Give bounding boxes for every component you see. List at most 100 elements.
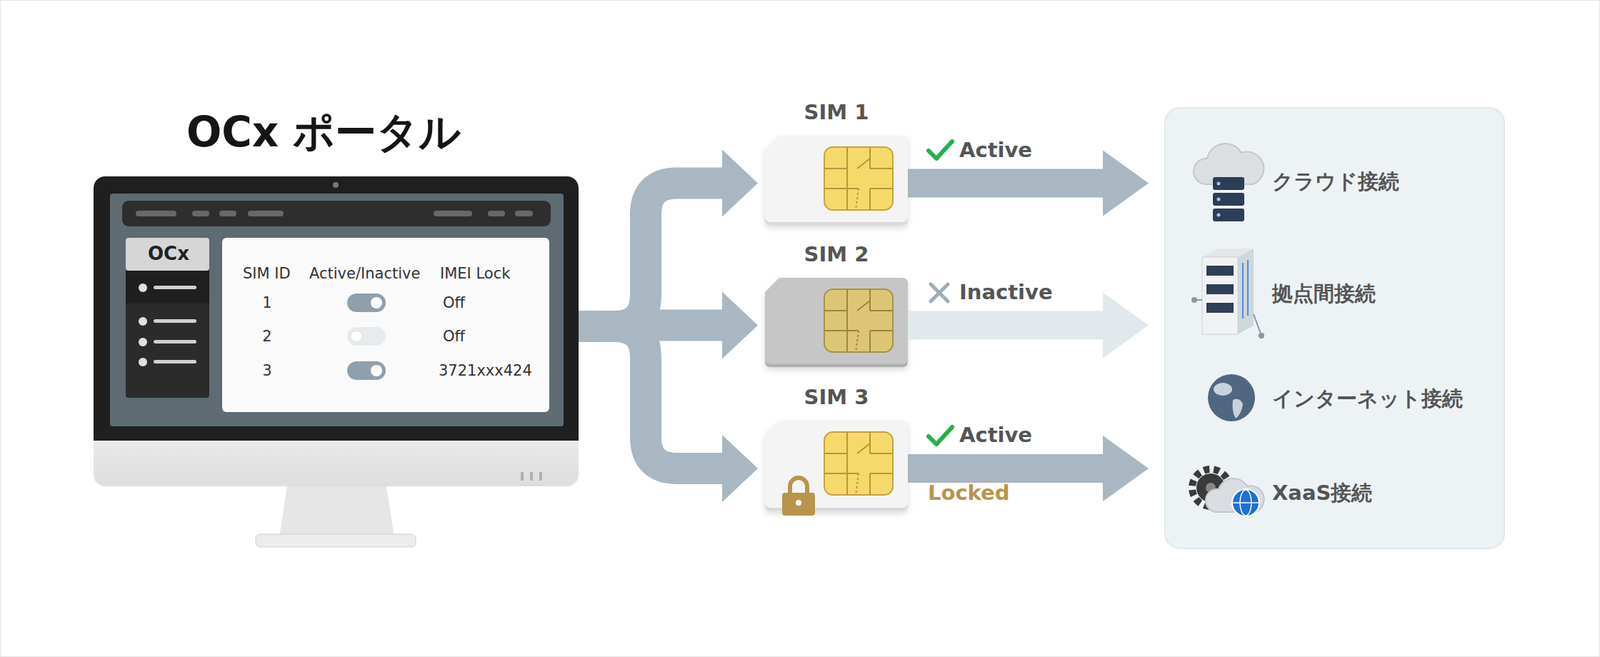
table-panel [222, 237, 550, 413]
chip-contacts [824, 289, 893, 353]
table-header: Active/Inactive [309, 265, 420, 283]
link-dot [1258, 332, 1265, 339]
globe-small [1232, 489, 1260, 517]
chin-mark [520, 472, 524, 481]
toggle-knob [370, 297, 383, 309]
sim-face [765, 277, 908, 365]
menu-pill [247, 210, 284, 217]
edge-label: Inactive [959, 280, 1053, 305]
menu-line [153, 285, 197, 290]
link-dot [1191, 297, 1198, 303]
menu-line [153, 360, 197, 364]
arrow-shaft [907, 169, 1105, 198]
toggle-off [347, 327, 386, 346]
menu-dot [138, 337, 148, 347]
sidebar-selected [125, 270, 210, 304]
menu-dot [138, 357, 148, 367]
portal-heading: OCx ポータル [186, 108, 461, 157]
sim-heading: SIM 2 [765, 242, 908, 267]
sim-heading: SIM 1 [765, 100, 908, 125]
screen [110, 193, 564, 427]
service-name: XaaS接続 [1272, 481, 1373, 505]
connector-arrow [578, 326, 758, 503]
edge-label: Active [959, 138, 1033, 163]
menu-dot [138, 283, 148, 293]
server-unit [1212, 192, 1245, 206]
globe-icon [1207, 374, 1255, 422]
sim-face [765, 420, 908, 508]
sidebar [125, 237, 210, 398]
monitor-stand [279, 486, 395, 538]
menu-line [153, 319, 197, 323]
sidebar-logo-area [125, 237, 210, 271]
menu-pill [192, 210, 210, 217]
menu-dot [138, 317, 148, 326]
chip-contacts [824, 147, 893, 210]
stand-base [255, 534, 416, 548]
chip-dash [855, 330, 859, 353]
chip-body [824, 147, 893, 210]
chip-dash [855, 473, 859, 495]
menu-pill [487, 210, 505, 217]
arrow-shaft [578, 183, 724, 328]
menu-pill [433, 210, 473, 217]
arrow-head [722, 435, 758, 503]
table-cell: 3721xxx424 [438, 362, 533, 380]
cross-mark [930, 284, 948, 302]
arrow-head [722, 292, 758, 360]
menu-line [153, 340, 197, 344]
rack-side [1237, 248, 1254, 335]
server-unit [1212, 177, 1245, 190]
table-cell: Off [442, 327, 465, 345]
status-label: Locked [927, 481, 1010, 505]
table-header: SIM ID [242, 265, 291, 283]
rack-unit [1206, 302, 1234, 313]
server-led [1217, 197, 1221, 202]
connector-arrow [578, 150, 758, 328]
chip-body [824, 432, 893, 495]
table-cell: Off [442, 294, 465, 312]
globe-equator [1232, 502, 1259, 504]
table-cell: 3 [262, 362, 272, 380]
toggle-knob [370, 365, 383, 377]
table-cell: 1 [262, 294, 272, 312]
rack-cable [1242, 260, 1248, 319]
chin-mark [539, 472, 543, 481]
menu-pill [135, 210, 177, 217]
edge-label: Active [959, 423, 1033, 448]
sim-heading: SIM 3 [765, 385, 908, 410]
arrow-head [1102, 292, 1149, 359]
sim-chip [824, 147, 893, 210]
globe-land [1213, 382, 1233, 396]
service-name: クラウド接続 [1272, 170, 1400, 194]
chin-mark [530, 472, 533, 481]
rack-unit [1206, 265, 1234, 276]
sim-face [765, 135, 908, 223]
table-header: IMEI Lock [440, 265, 510, 283]
chip-dash [855, 188, 859, 210]
sim-chip [824, 289, 893, 353]
arrow-shaft [907, 311, 1105, 340]
sim-chip [824, 432, 893, 495]
server-led [1217, 213, 1221, 218]
chip-contacts [824, 432, 893, 495]
table-cell: 2 [262, 327, 272, 345]
toggle-on [347, 293, 386, 313]
lock-keyhole [795, 500, 802, 506]
arrow-head [722, 150, 758, 218]
service-name: 拠点間接続 [1272, 282, 1376, 306]
check-mark [928, 141, 953, 159]
chip-body [824, 289, 893, 353]
server-led [1217, 182, 1221, 186]
top-bar [122, 200, 551, 227]
globe-land [1232, 399, 1244, 419]
arrow-shaft [578, 326, 724, 469]
arrow-head [1102, 435, 1149, 502]
check-mark [928, 427, 953, 445]
rack-unit [1206, 284, 1234, 295]
menu-pill [219, 210, 237, 217]
rack-front [1202, 257, 1238, 335]
